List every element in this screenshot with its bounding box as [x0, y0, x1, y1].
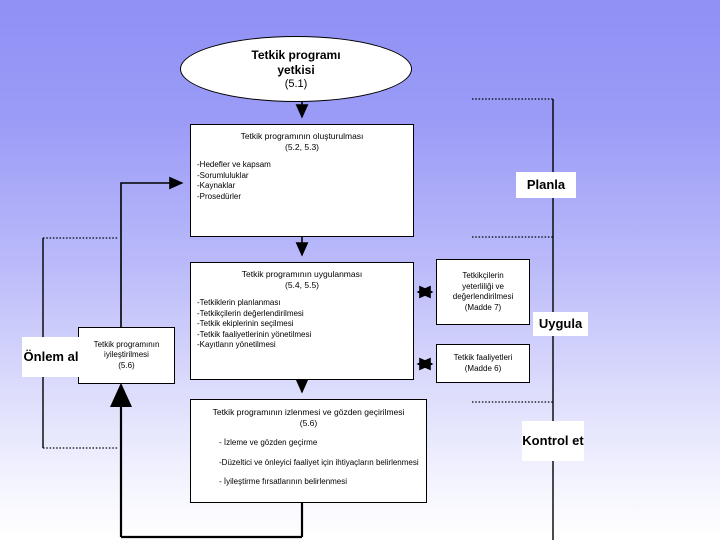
list-item: -Düzeltici ve önleyici faaliyet için iht…	[219, 457, 419, 467]
establish-item-list: -Hedefler ve kapsam -Sorumluluklar -Kayn…	[191, 160, 413, 202]
node-establish-programme[interactable]: Tetkik programının oluşturulması (5.2, 5…	[190, 124, 414, 237]
competence-text-wrap: Tetkikçilerin yeterliliği ve değerlendir…	[453, 271, 513, 313]
competence-line-1: Tetkikçilerin	[462, 271, 504, 280]
improve-line-2: iyileştirilmesi	[104, 350, 149, 360]
competence-clause: (Madde 7)	[464, 302, 502, 312]
establish-header: Tetkik programının oluşturulması (5.2, 5…	[191, 125, 413, 152]
implement-title: Tetkik programının uygulanması	[241, 269, 363, 279]
activities-line-1: Tetkik faaliyetleri	[453, 353, 513, 362]
monitor-title: Tetkik programının izlenmesi ve gözden g…	[212, 407, 405, 417]
node-monitor-review-programme[interactable]: Tetkik programının izlenmesi ve gözden g…	[190, 399, 427, 503]
monitor-clause: (5.6)	[299, 417, 318, 428]
authority-line-2: yetkisi	[277, 62, 315, 77]
pdca-label-act[interactable]: Önlem al	[22, 337, 80, 377]
authority-clause: (5.1)	[284, 77, 308, 90]
establish-clause: (5.2, 5.3)	[284, 141, 320, 152]
pdca-label-do[interactable]: Uygula	[533, 312, 588, 336]
node-audit-activities[interactable]: Tetkik faaliyetleri (Madde 6)	[436, 344, 530, 383]
improve-line-1: Tetkik programının	[93, 339, 160, 349]
monitor-item-list: - İzleme ve gözden geçirme -Düzeltici ve…	[191, 438, 426, 488]
competence-line-2: yeterliliği ve	[462, 281, 504, 291]
connector-improve-to-establish	[120, 176, 184, 327]
list-item: -Tetkiklerin planlanması	[197, 298, 281, 307]
implement-header: Tetkik programının uygulanması (5.4, 5.5…	[191, 263, 413, 290]
list-item: -Kaynaklar	[197, 181, 236, 190]
list-item: - İyileştirme fırsatlarının belirlenmesi	[219, 477, 348, 486]
activities-clause: (Madde 6)	[464, 363, 502, 373]
list-item: -Tetkik ekiplerinin seçilmesi	[197, 319, 294, 328]
node-improve-programme[interactable]: Tetkik programının iyileştirilmesi (5.6)	[78, 327, 175, 384]
activities-text-wrap: Tetkik faaliyetleri (Madde 6)	[454, 353, 513, 374]
node-implement-programme[interactable]: Tetkik programının uygulanması (5.4, 5.5…	[190, 262, 414, 380]
list-item: - İzleme ve gözden geçirme	[219, 438, 318, 447]
pdca-label-plan[interactable]: Planla	[516, 172, 576, 198]
list-item: -Prosedürler	[197, 191, 242, 201]
improve-clause: (5.6)	[118, 360, 135, 370]
list-item: -Hedefler ve kapsam	[197, 160, 271, 169]
establish-title: Tetkik programının oluşturulması	[240, 131, 364, 141]
node-auditor-competence[interactable]: Tetkikçilerin yeterliliği ve değerlendir…	[436, 259, 530, 325]
list-item: -Sorumluluklar	[197, 170, 249, 180]
implement-clause: (5.4, 5.5)	[284, 279, 320, 290]
improve-text-wrap: Tetkik programının iyileştirilmesi (5.6)	[94, 340, 160, 372]
node-audit-programme-authority[interactable]: Tetkik programı yetkisi (5.1)	[180, 36, 412, 102]
monitor-header: Tetkik programının izlenmesi ve gözden g…	[191, 400, 426, 428]
implement-item-list: -Tetkiklerin planlanması -Tetkikçilerin …	[191, 298, 413, 351]
list-item: -Tetkik faaliyetlerinin yönetilmesi	[197, 329, 312, 339]
list-item: -Tetkikçilerin değerlendirilmesi	[197, 308, 304, 318]
pdca-label-check[interactable]: Kontrol et	[522, 421, 584, 461]
competence-line-3: değerlendirilmesi	[452, 292, 514, 301]
authority-line-1: Tetkik programı	[251, 47, 341, 62]
list-item: -Kayıtların yönetilmesi	[197, 340, 276, 349]
